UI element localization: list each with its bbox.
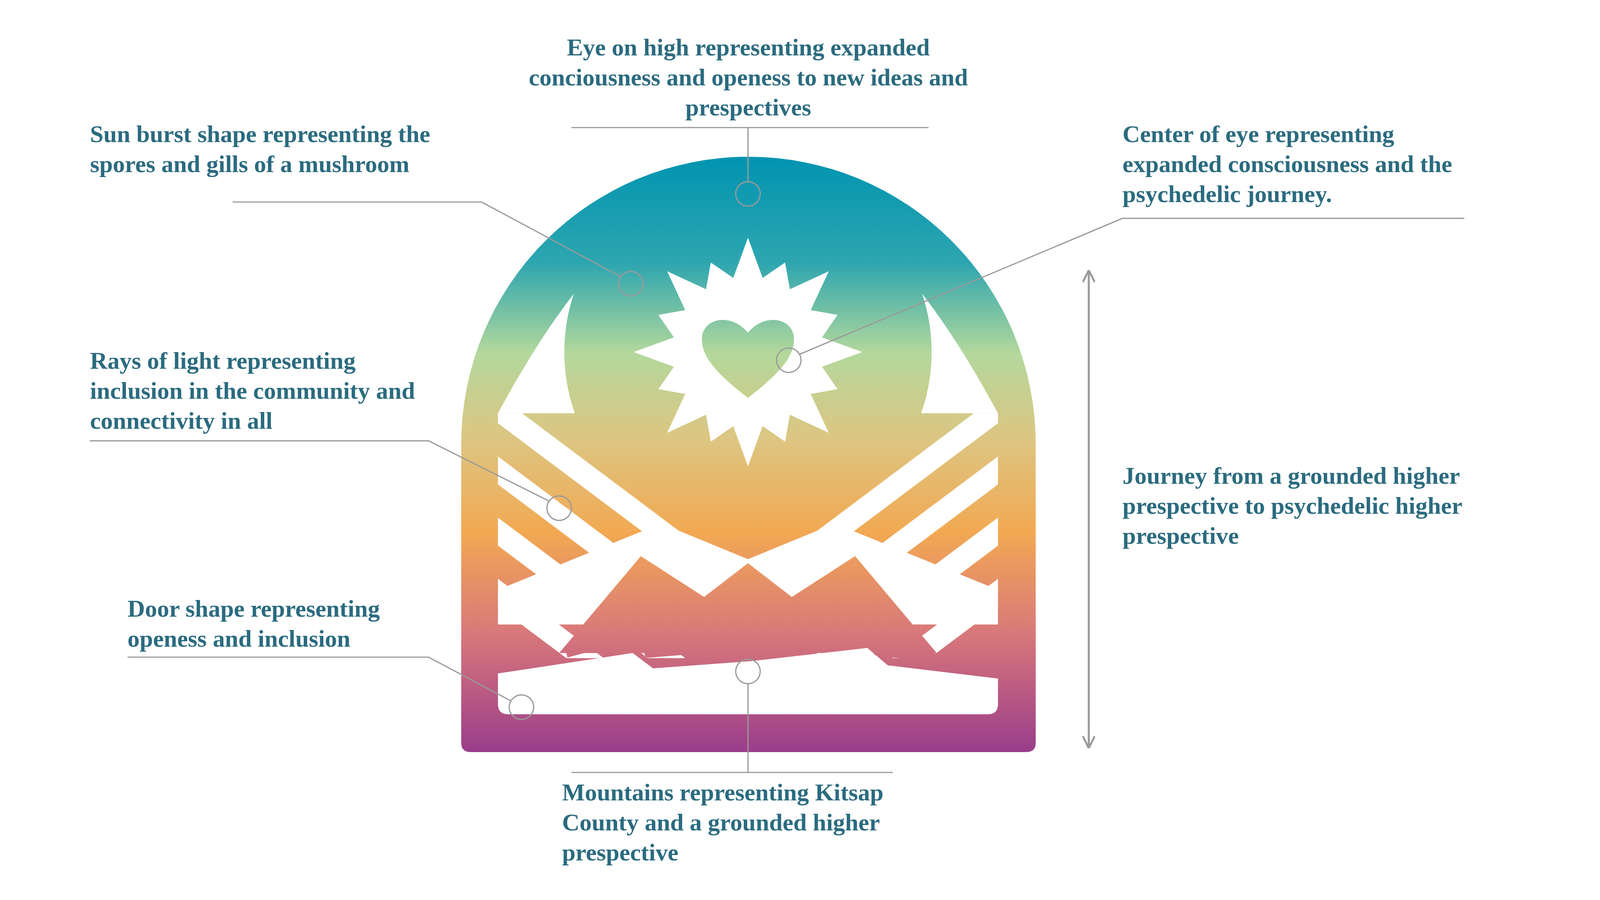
journey-callout: Journey from a grounded higher prespecti… <box>1122 460 1523 551</box>
heart-callout: Center of eye representing expanded cons… <box>1122 119 1498 210</box>
mountains-callout: Mountains representing Kitsap County and… <box>562 777 929 868</box>
sunburst <box>633 237 863 467</box>
eye-callout: Eye on high representing expanded concio… <box>525 32 972 123</box>
sunburst-callout: Sun burst shape representing the spores … <box>90 119 465 180</box>
sunburst-rays <box>633 237 863 467</box>
heart <box>702 320 795 398</box>
door-arch <box>461 156 1036 753</box>
journey-arrow <box>1087 271 1090 747</box>
river <box>566 632 939 659</box>
rays-callout: Rays of light representing inclusion in … <box>90 345 449 436</box>
door-callout: Door shape representing openess and incl… <box>127 593 453 654</box>
leader-lines <box>90 127 1465 773</box>
iris <box>564 168 932 536</box>
